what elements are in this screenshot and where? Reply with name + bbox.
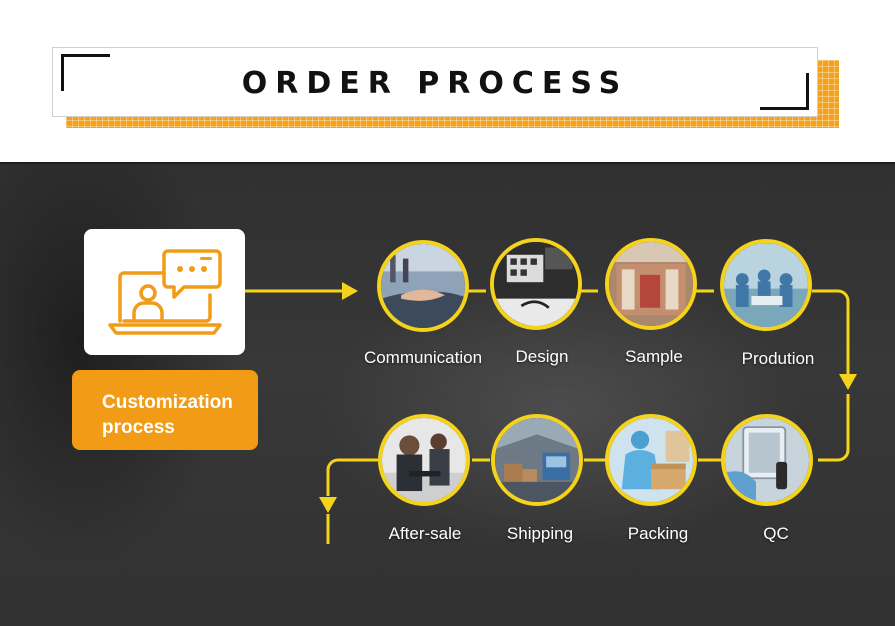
- step-shipping-circle: [491, 414, 583, 506]
- packing-worker-photo-icon: [609, 418, 693, 502]
- flow-line-right-down: [812, 289, 850, 374]
- page-title: ORDER PROCESS: [241, 66, 629, 101]
- call-center-photo-icon: [382, 418, 466, 502]
- flow-line-left-down: [326, 458, 378, 496]
- step-after-sale-circle: [378, 414, 470, 506]
- step-qc-label: QC: [763, 524, 789, 543]
- arrowhead-down-left: [319, 497, 337, 513]
- warehouse-truck-photo-icon: [495, 418, 579, 502]
- arrowhead-right: [342, 282, 358, 300]
- step-packing-circle: [605, 414, 697, 506]
- step-shipping-label: Shipping: [506, 524, 574, 543]
- corner-bracket-top-left: [61, 54, 110, 91]
- flow-arrows: [245, 282, 857, 544]
- step-design-circle: [490, 238, 582, 330]
- factory-workers-photo-icon: [724, 243, 808, 327]
- design-desk-photo-icon: [494, 242, 578, 326]
- step-prodution-circle: [720, 239, 812, 331]
- flow-line-right-return: [818, 394, 850, 462]
- step-communication-circle: [377, 240, 469, 332]
- step-after-sale-label: After-sale: [388, 524, 462, 543]
- step-packing-label: Packing: [627, 524, 689, 543]
- customization-label-line1: Customization: [102, 392, 233, 413]
- step-sample-label: Sample: [625, 347, 683, 366]
- sample-mold-photo-icon: [609, 242, 693, 326]
- customization-label-line2: process: [102, 417, 175, 438]
- header-banner: ORDER PROCESS: [0, 0, 895, 162]
- step-design-label: Design: [515, 347, 569, 366]
- step-communication-label: Communication: [363, 348, 483, 367]
- customization-process-box: Customization process: [72, 370, 258, 450]
- customization-label: Customization process: [102, 390, 252, 440]
- laptop-chat-icon: [108, 249, 222, 335]
- step-qc-circle: [721, 414, 813, 506]
- step-prodution-label: Prodution: [741, 349, 815, 368]
- inspection-photo-icon: [725, 418, 809, 502]
- handshake-photo-icon: [381, 244, 465, 328]
- title-box: ORDER PROCESS: [52, 47, 818, 117]
- intro-card: [84, 229, 245, 355]
- process-panel: Customization process: [0, 162, 895, 626]
- arrowhead-down-right: [839, 374, 857, 390]
- step-sample-circle: [605, 238, 697, 330]
- corner-bracket-bottom-right: [760, 73, 809, 110]
